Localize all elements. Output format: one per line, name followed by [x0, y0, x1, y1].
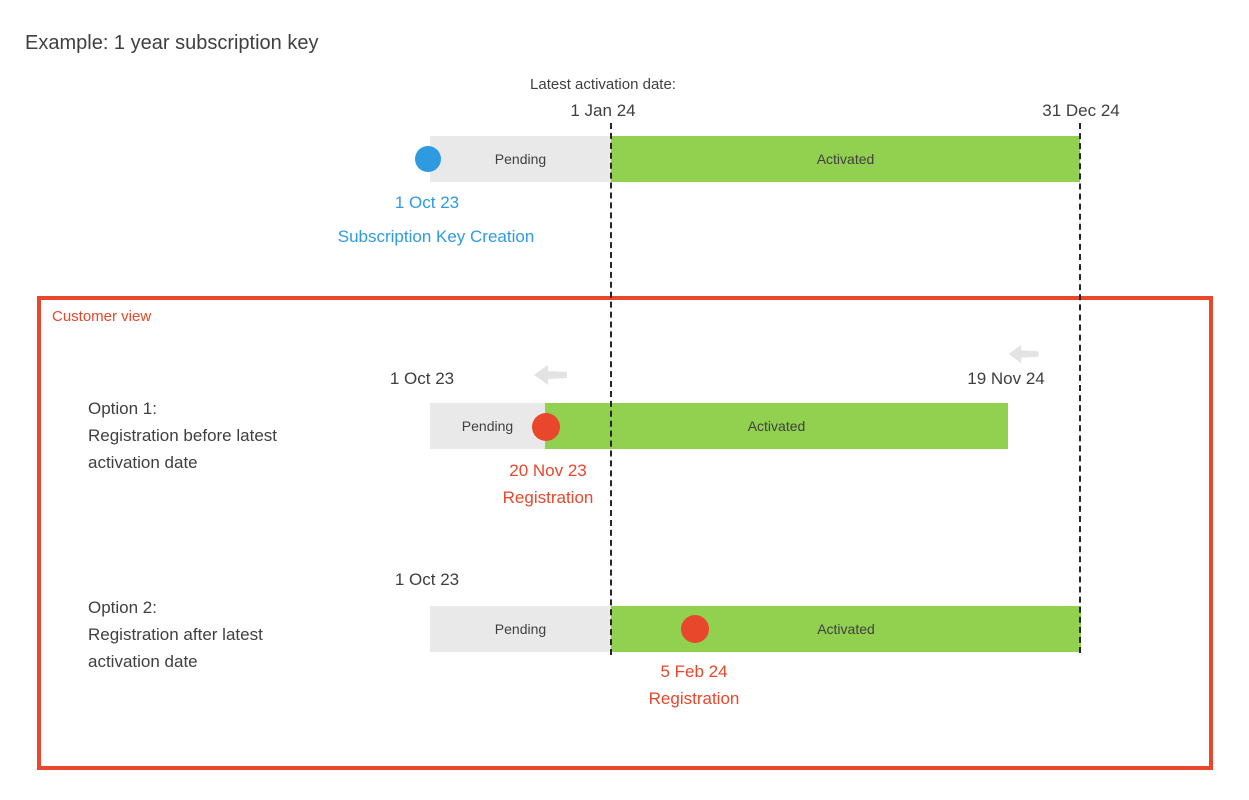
option2-desc-line2: activation date [88, 652, 198, 671]
shift-left-arrow-icon [1008, 344, 1039, 364]
customer-view-label: Customer view [52, 308, 152, 325]
option1-start-date: 1 Oct 23 [389, 369, 455, 388]
key-activated-label: Activated [816, 151, 875, 167]
option2-activated-label: Activated [817, 621, 875, 637]
key-activated-bar: Activated [611, 136, 1080, 182]
option2-registration-date: 5 Feb 24 [660, 662, 728, 681]
latest-activation-dashed-line [610, 123, 612, 655]
customer-view-box [37, 296, 1213, 770]
option1-desc-line1: Registration before latest [88, 426, 277, 445]
key-creation-label: Subscription Key Creation [337, 227, 535, 246]
option1-pending-bar: Pending [430, 403, 545, 449]
option1-pending-label: Pending [461, 418, 514, 434]
option1-registration-dot-icon [532, 413, 560, 441]
key-creation-dot-icon [415, 146, 441, 172]
option1-desc-line2: activation date [88, 453, 198, 472]
page-title: Example: 1 year subscription key [25, 32, 319, 54]
expiry-date: 31 Dec 24 [1042, 101, 1120, 120]
key-creation-date: 1 Oct 23 [394, 193, 460, 212]
option2-start-date: 1 Oct 23 [394, 570, 460, 589]
option1-registration-label: Registration [502, 488, 594, 507]
key-pending-bar: Pending [430, 136, 611, 182]
option1-end-date: 19 Nov 24 [967, 369, 1045, 388]
latest-activation-label: Latest activation date: [530, 76, 676, 93]
shift-left-arrow-icon [534, 365, 567, 385]
option1-activated-bar: Activated [545, 403, 1008, 449]
option2-pending-bar: Pending [430, 606, 611, 652]
option2-pending-label: Pending [494, 621, 547, 637]
option1-description: Option 1: Registration before latest act… [88, 395, 277, 476]
option2-description: Option 2: Registration after latest acti… [88, 594, 263, 675]
option2-registration-label: Registration [648, 689, 740, 708]
option1-activated-label: Activated [747, 418, 806, 434]
option2-desc-line1: Registration after latest [88, 625, 263, 644]
option2-registration-dot-icon [681, 615, 709, 643]
expiry-dashed-line [1079, 123, 1081, 653]
option1-name: Option 1: [88, 399, 157, 418]
key-pending-label: Pending [494, 151, 547, 167]
option2-name: Option 2: [88, 598, 157, 617]
option1-registration-date: 20 Nov 23 [509, 461, 587, 480]
latest-activation-date: 1 Jan 24 [570, 101, 636, 120]
